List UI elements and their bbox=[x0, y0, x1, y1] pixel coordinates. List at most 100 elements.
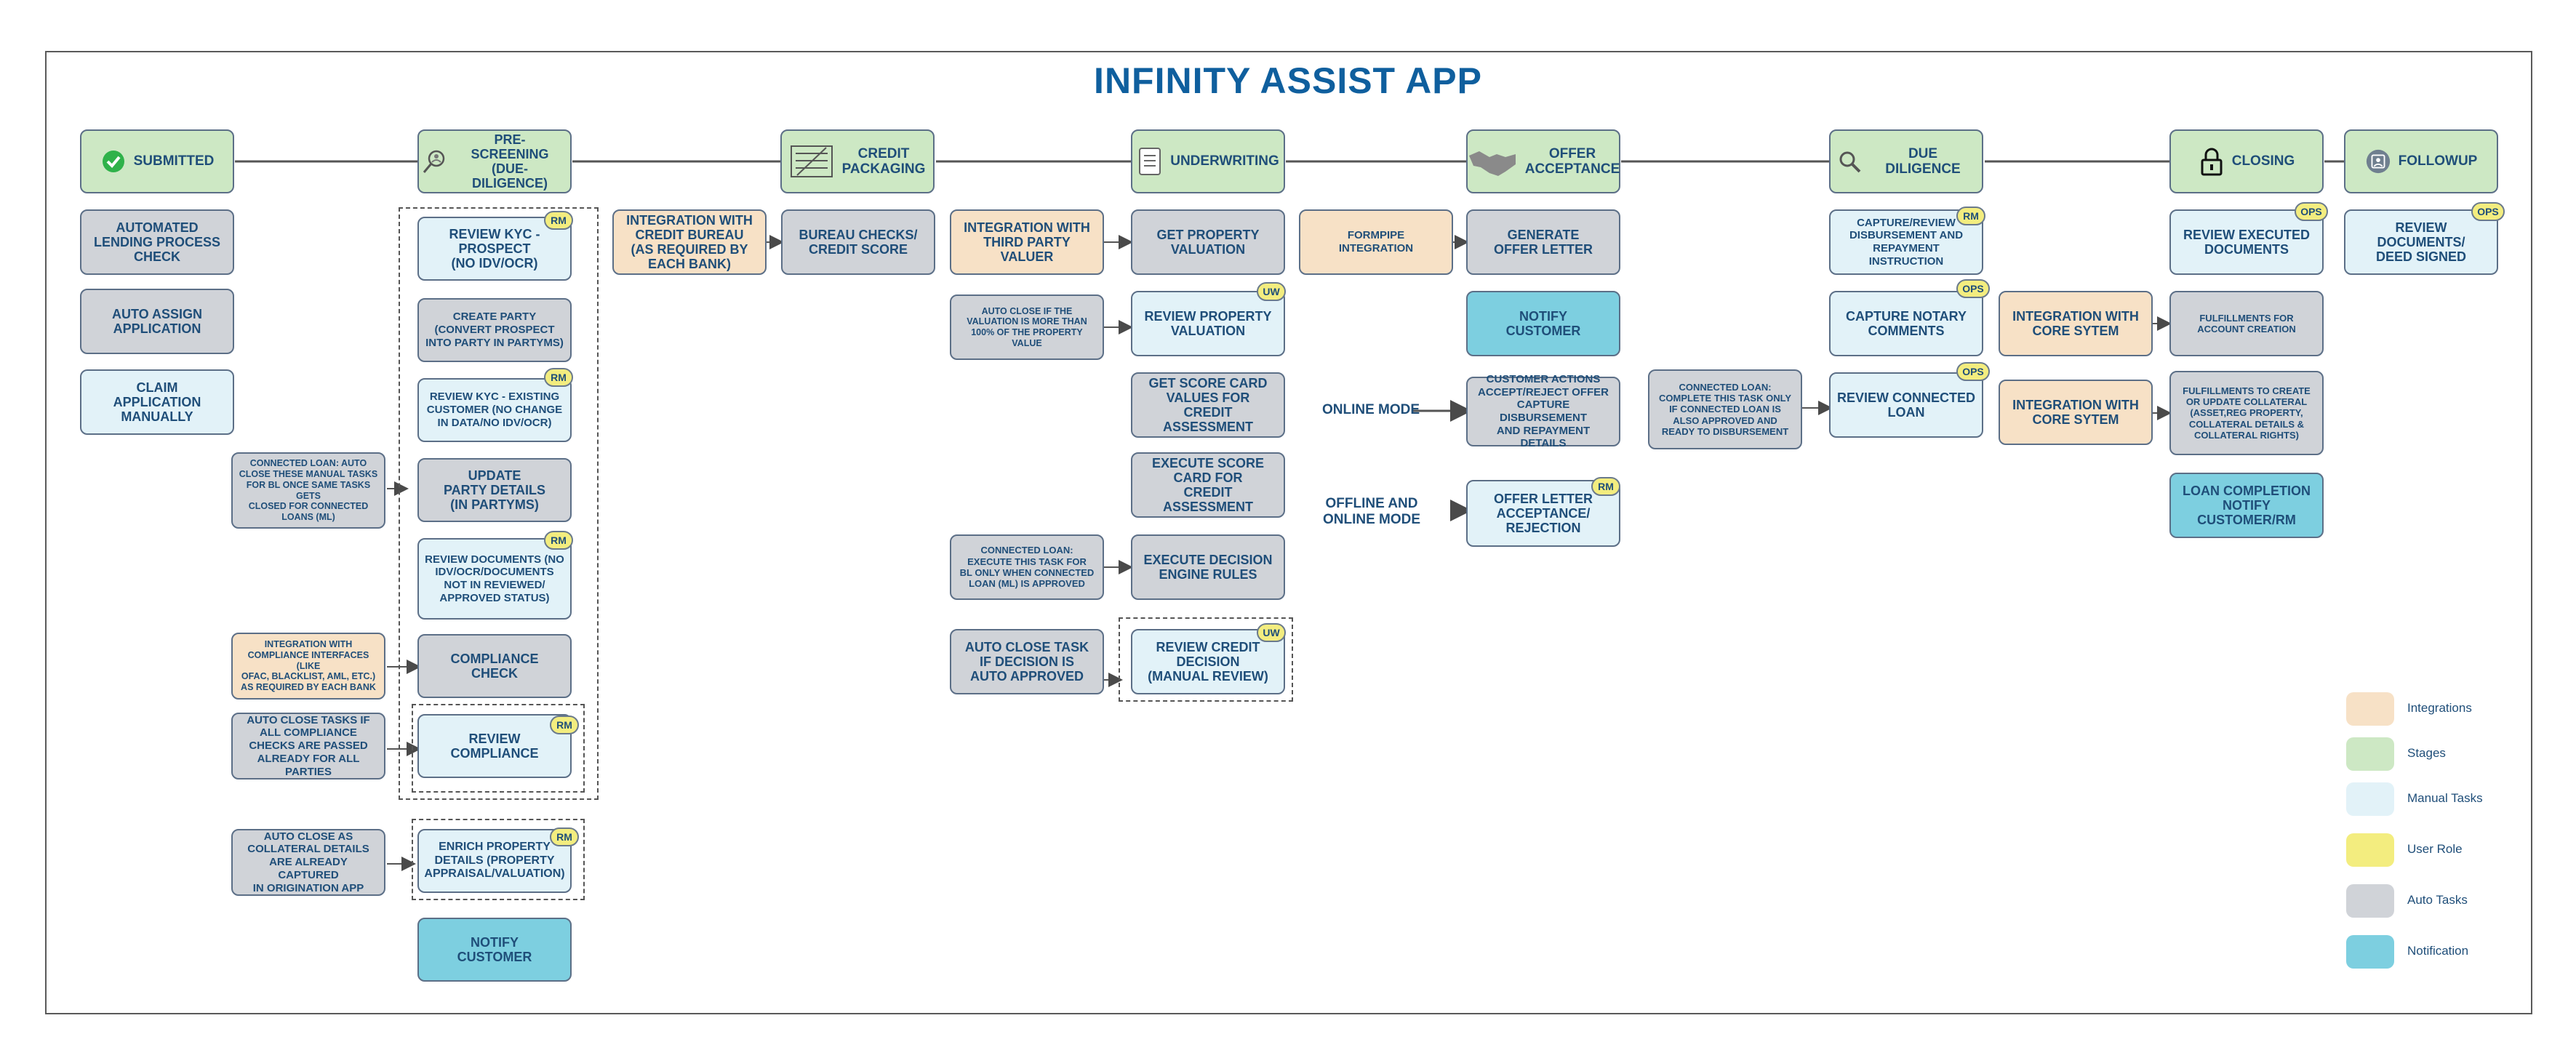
legend-swatch-integrations bbox=[2346, 692, 2394, 726]
execute-score-card[interactable]: EXECUTE SCORE CARD FOR CREDIT ASSESSMENT bbox=[1131, 452, 1285, 518]
auto-close-valuation[interactable]: AUTO CLOSE IF THE VALUATION IS MORE THAN… bbox=[950, 294, 1104, 360]
fulfillments-account-creation[interactable]: FULFILLMENTS FOR ACCOUNT CREATION bbox=[2169, 291, 2324, 356]
loan-completion-notify[interactable]: LOAN COMPLETION NOTIFY CUSTOMER/RM bbox=[2169, 473, 2324, 538]
review-compliance[interactable]: REVIEW COMPLIANCE bbox=[417, 714, 572, 778]
stage-label: PRE-SCREENING (DUE-DILIGENCE) bbox=[471, 132, 549, 191]
review-documents-deed-signed[interactable]: REVIEW DOCUMENTS/ DEED SIGNED bbox=[2344, 209, 2498, 275]
claim-application-manually[interactable]: CLAIM APPLICATION MANUALLY bbox=[80, 369, 234, 435]
enrich-property-details[interactable]: ENRICH PROPERTY DETAILS (PROPERTY APPRAI… bbox=[417, 829, 572, 893]
stage-submitted[interactable]: SUBMITTED bbox=[80, 129, 234, 193]
fulfillments-collateral[interactable]: FULFILLMENTS TO CREATE OR UPDATE COLLATE… bbox=[2169, 371, 2324, 455]
compliance-check[interactable]: COMPLIANCE CHECK bbox=[417, 634, 572, 698]
stage-underwriting[interactable]: UNDERWRITING bbox=[1131, 129, 1285, 193]
calendar-person-icon bbox=[2365, 148, 2391, 175]
page-title: INFINITY ASSIST APP bbox=[1094, 60, 1482, 101]
create-party[interactable]: CREATE PARTY (CONVERT PROSPECT INTO PART… bbox=[417, 298, 572, 362]
stage-label: FOLLOWUP bbox=[2398, 153, 2478, 169]
legend-label-stages: Stages bbox=[2407, 746, 2446, 760]
role-badge-rm: RM bbox=[550, 827, 579, 846]
review-credit-decision[interactable]: REVIEW CREDIT DECISION (MANUAL REVIEW) bbox=[1131, 629, 1285, 694]
get-property-valuation[interactable]: GET PROPERTY VALUATION bbox=[1131, 209, 1285, 275]
handshake-icon bbox=[1467, 148, 1518, 176]
role-badge-rm: RM bbox=[1591, 477, 1620, 496]
stage-followup[interactable]: FOLLOWUP bbox=[2344, 129, 2498, 193]
role-badge-rm: RM bbox=[550, 716, 579, 734]
stage-label: OFFER ACCEPTANCE bbox=[1524, 145, 1620, 177]
enrich-property-group bbox=[412, 819, 585, 900]
customer-actions[interactable]: CUSTOMER ACTIONS ACCEPT/REJECT OFFER CAP… bbox=[1466, 373, 1620, 449]
connected-loan-complete-note[interactable]: CONNECTED LOAN: COMPLETE THIS TASK ONLY … bbox=[1648, 369, 1802, 449]
legend-label-notification: Notification bbox=[2407, 944, 2469, 958]
stage-offer-acceptance[interactable]: OFFER ACCEPTANCE bbox=[1466, 129, 1620, 193]
stage-label: CREDIT PACKAGING bbox=[841, 145, 926, 177]
formpipe-integration[interactable]: FORMPIPE INTEGRATION bbox=[1299, 209, 1453, 275]
role-badge-uw: UW bbox=[1257, 623, 1286, 642]
automated-lending-check[interactable]: AUTOMATED LENDING PROCESS CHECK bbox=[80, 209, 234, 275]
connected-loan-execute-note[interactable]: CONNECTED LOAN: EXECUTE THIS TASK FOR BL… bbox=[950, 534, 1104, 600]
legend-swatch-manual-tasks bbox=[2346, 782, 2394, 816]
third-party-valuer-integration[interactable]: INTEGRATION WITH THIRD PARTY VALUER bbox=[950, 209, 1104, 275]
stage-closing[interactable]: CLOSING bbox=[2169, 129, 2324, 193]
legend-label-user-role: User Role bbox=[2407, 842, 2463, 856]
credit-bureau-integration[interactable]: INTEGRATION WITH CREDIT BUREAU (AS REQUI… bbox=[612, 209, 767, 275]
compliance-interfaces-integration[interactable]: INTEGRATION WITH COMPLIANCE INTERFACES (… bbox=[231, 633, 385, 700]
stage-credit-packaging[interactable]: CREDIT PACKAGING bbox=[780, 129, 935, 193]
stage-label: DUE DILIGENCE bbox=[1885, 145, 1961, 177]
auto-close-collateral[interactable]: AUTO CLOSE AS COLLATERAL DETAILS ARE ALR… bbox=[231, 829, 385, 896]
update-party-details[interactable]: UPDATE PARTY DETAILS (IN PARTYMS) bbox=[417, 458, 572, 522]
capture-notary-comments[interactable]: CAPTURE NOTARY COMMENTS bbox=[1829, 291, 1983, 356]
role-badge-rm: RM bbox=[544, 368, 573, 387]
legend-swatch-auto-tasks bbox=[2346, 884, 2394, 918]
search-document-icon bbox=[1836, 148, 1863, 175]
review-documents[interactable]: REVIEW DOCUMENTS (NO IDV/OCR/DOCUMENTS N… bbox=[417, 538, 572, 620]
role-badge-uw: UW bbox=[1257, 282, 1286, 301]
core-system-integration-2[interactable]: INTEGRATION WITH CORE SYTEM bbox=[1999, 380, 2153, 445]
review-executed-documents[interactable]: REVIEW EXECUTED DOCUMENTS bbox=[2169, 209, 2324, 275]
review-property-valuation[interactable]: REVIEW PROPERTY VALUATION bbox=[1131, 291, 1285, 356]
generate-offer-letter[interactable]: GENERATE OFFER LETTER bbox=[1466, 209, 1620, 275]
role-badge-rm: RM bbox=[544, 211, 573, 230]
bureau-checks-credit-score[interactable]: BUREAU CHECKS/ CREDIT SCORE bbox=[781, 209, 935, 275]
magnifier-person-icon bbox=[422, 148, 448, 175]
legend-label-auto-tasks: Auto Tasks bbox=[2407, 893, 2468, 907]
stage-due-diligence[interactable]: DUE DILIGENCE bbox=[1829, 129, 1983, 193]
stage-label: UNDERWRITING bbox=[1170, 153, 1279, 169]
form-document-icon bbox=[790, 145, 835, 177]
role-badge-ops: OPS bbox=[2295, 202, 2328, 221]
role-badge-ops: OPS bbox=[1956, 362, 1990, 381]
review-kyc-prospect[interactable]: REVIEW KYC - PROSPECT (NO IDV/OCR) bbox=[417, 217, 572, 281]
review-compliance-group bbox=[412, 704, 585, 793]
auto-close-decision[interactable]: AUTO CLOSE TASK IF DECISION IS AUTO APPR… bbox=[950, 629, 1104, 694]
padlock-icon bbox=[2199, 148, 2225, 176]
auto-close-compliance-tasks[interactable]: AUTO CLOSE TASKS IF ALL COMPLIANCE CHECK… bbox=[231, 713, 385, 780]
stage-label: CLOSING bbox=[2231, 153, 2295, 169]
get-score-card-values[interactable]: GET SCORE CARD VALUES FOR CREDIT ASSESSM… bbox=[1131, 372, 1285, 438]
legend-swatch-stages bbox=[2346, 737, 2394, 771]
core-system-integration-1[interactable]: INTEGRATION WITH CORE SYTEM bbox=[1999, 291, 2153, 356]
role-badge-rm: RM bbox=[1956, 207, 1985, 225]
role-badge-ops: OPS bbox=[2471, 202, 2505, 221]
legend-label-manual-tasks: Manual Tasks bbox=[2407, 791, 2483, 805]
connected-loan-auto-close-note[interactable]: CONNECTED LOAN: AUTO CLOSE THESE MANUAL … bbox=[231, 452, 385, 529]
execute-decision-engine[interactable]: EXECUTE DECISION ENGINE RULES bbox=[1131, 534, 1285, 600]
diagram-frame bbox=[45, 51, 2532, 1014]
prescreening-group bbox=[399, 207, 599, 800]
legend-swatch-user-role bbox=[2346, 833, 2394, 867]
offline-online-mode-label: OFFLINE AND ONLINE MODE bbox=[1322, 496, 1421, 527]
auto-assign-application[interactable]: AUTO ASSIGN APPLICATION bbox=[80, 289, 234, 354]
notify-customer-offer[interactable]: NOTIFY CUSTOMER bbox=[1466, 291, 1620, 356]
document-list-icon bbox=[1137, 148, 1163, 175]
legend-label-integrations: Integrations bbox=[2407, 701, 2472, 715]
legend-swatch-notification bbox=[2346, 935, 2394, 969]
review-kyc-existing-customer[interactable]: REVIEW KYC - EXISTING CUSTOMER (NO CHANG… bbox=[417, 378, 572, 442]
role-badge-rm: RM bbox=[544, 531, 573, 550]
stage-prescreening[interactable]: PRE-SCREENING (DUE-DILIGENCE) bbox=[417, 129, 572, 193]
notify-customer-prescreening[interactable]: NOTIFY CUSTOMER bbox=[417, 918, 572, 982]
stage-label: SUBMITTED bbox=[133, 153, 215, 169]
review-connected-loan[interactable]: REVIEW CONNECTED LOAN bbox=[1829, 372, 1983, 438]
online-mode-label: ONLINE MODE bbox=[1321, 402, 1420, 417]
review-credit-group bbox=[1119, 617, 1293, 702]
check-circle-icon bbox=[100, 148, 127, 175]
role-badge-ops: OPS bbox=[1956, 279, 1990, 298]
